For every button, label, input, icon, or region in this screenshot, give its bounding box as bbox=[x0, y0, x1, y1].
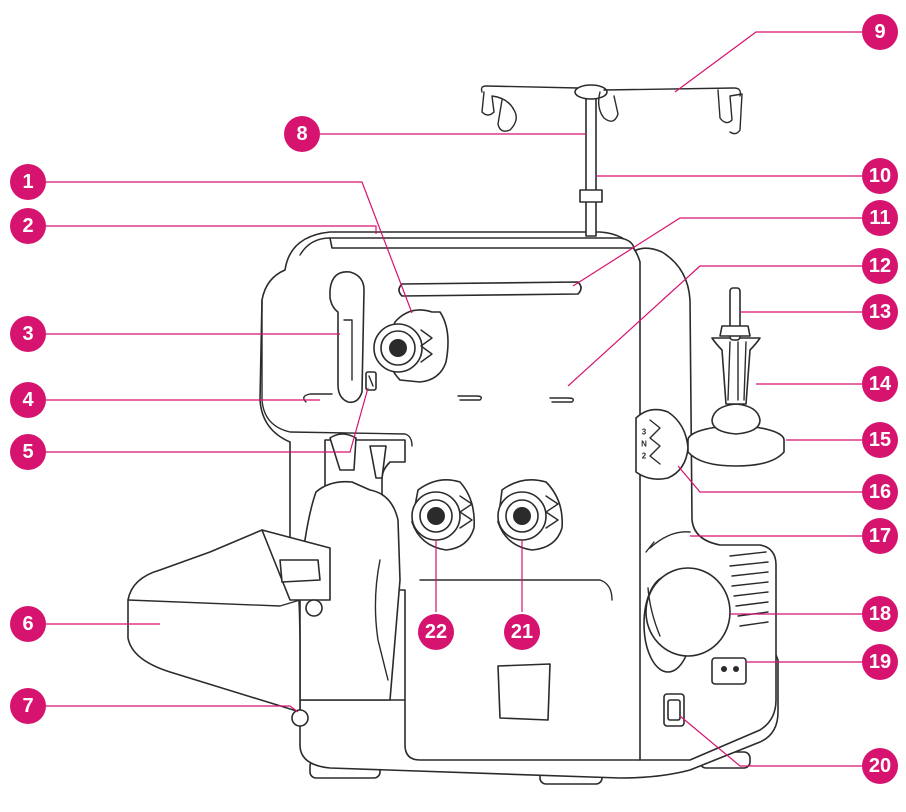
callout-10-number: 10 bbox=[869, 165, 891, 187]
callout-19: 19 bbox=[862, 644, 898, 680]
callout-7-number: 7 bbox=[22, 695, 33, 717]
vent-grille bbox=[729, 551, 769, 627]
callout-7: 7 bbox=[10, 688, 46, 724]
looper-release-knob bbox=[291, 709, 309, 727]
needle-plate bbox=[279, 559, 321, 583]
callout-4-number: 4 bbox=[22, 389, 34, 411]
overlock-machine: 3 N 2 bbox=[127, 84, 785, 785]
handwheel bbox=[643, 567, 731, 673]
callout-11-number: 11 bbox=[869, 207, 890, 229]
leader-1 bbox=[44, 181, 413, 314]
thread-guide-a bbox=[457, 395, 483, 401]
callout-leader-lines bbox=[44, 31, 864, 767]
callout-21: 21 bbox=[504, 614, 540, 650]
callout-10: 10 bbox=[862, 158, 898, 194]
callout-22: 22 bbox=[418, 614, 454, 650]
lower-guide bbox=[303, 393, 333, 403]
looper-door-edge bbox=[419, 579, 613, 601]
thread-guide-b bbox=[549, 397, 575, 403]
leader-7 bbox=[44, 705, 299, 713]
callout-1-number: 1 bbox=[22, 171, 33, 193]
callout-8: 8 bbox=[284, 116, 320, 152]
callout-11: 11 bbox=[862, 200, 898, 236]
tension-dial-upper-looper bbox=[497, 479, 563, 551]
callout-12-number: 12 bbox=[869, 255, 891, 277]
callout-5-number: 5 bbox=[22, 441, 33, 463]
front-looper-cover bbox=[299, 480, 401, 701]
leader-12 bbox=[567, 265, 864, 387]
presser-lever bbox=[369, 445, 387, 479]
callout-17: 17 bbox=[862, 518, 898, 554]
thread-stand bbox=[480, 84, 743, 237]
callout-6-number: 6 bbox=[22, 613, 33, 635]
callout-20-number: 20 bbox=[869, 755, 891, 777]
callout-9-number: 9 bbox=[874, 21, 885, 43]
knife-lock-lever bbox=[649, 531, 691, 549]
callout-13-number: 13 bbox=[869, 301, 891, 323]
callout-12: 12 bbox=[862, 248, 898, 284]
stitch-dial-label-2: 2 bbox=[642, 452, 647, 461]
callout-3: 3 bbox=[10, 316, 46, 352]
callout-8-number: 8 bbox=[296, 123, 307, 145]
tension-dial-left-needle bbox=[373, 309, 449, 383]
power-socket bbox=[711, 657, 747, 685]
top-cover bbox=[329, 237, 635, 249]
callout-16: 16 bbox=[862, 474, 898, 510]
stitch-length-dial: 3 N 2 bbox=[635, 408, 689, 480]
callout-20: 20 bbox=[862, 748, 898, 784]
callout-14: 14 bbox=[862, 366, 898, 402]
leader-16 bbox=[677, 465, 864, 493]
callout-17-number: 17 bbox=[869, 525, 891, 547]
callout-15-number: 15 bbox=[869, 429, 891, 451]
leader-5 bbox=[44, 387, 369, 453]
leader-9 bbox=[674, 31, 864, 93]
stitch-dial-label-n: N bbox=[641, 440, 647, 449]
cutter-knob bbox=[305, 599, 323, 617]
thread-guide-slot bbox=[398, 281, 582, 297]
callout-4: 4 bbox=[10, 382, 46, 418]
callout-19-number: 19 bbox=[869, 651, 891, 673]
leader-2 bbox=[44, 225, 377, 234]
callout-badges: 1 2 3 4 5 6 7 8 9 10 11 12 13 14 15 16 1… bbox=[10, 14, 898, 784]
leader-20 bbox=[679, 715, 864, 767]
top-cover-edge bbox=[299, 237, 331, 256]
leader-11 bbox=[572, 217, 864, 287]
door-handle bbox=[497, 663, 551, 721]
front-cover-edge bbox=[261, 299, 413, 447]
callout-15: 15 bbox=[862, 422, 898, 458]
callout-2: 2 bbox=[10, 208, 46, 244]
take-up-lever-slot bbox=[343, 319, 353, 381]
tension-dial-lower-looper bbox=[411, 479, 476, 551]
callout-14-number: 14 bbox=[869, 373, 892, 395]
callout-18: 18 bbox=[862, 596, 898, 632]
callout-6: 6 bbox=[10, 606, 46, 642]
callout-22-number: 22 bbox=[425, 621, 447, 643]
callout-16-number: 16 bbox=[869, 481, 891, 503]
spool-holder bbox=[687, 287, 785, 467]
side-panel bbox=[624, 247, 777, 761]
callout-5: 5 bbox=[10, 434, 46, 470]
take-up-lever bbox=[329, 271, 365, 404]
callout-13: 13 bbox=[862, 294, 898, 330]
stitch-dial-label-3: 3 bbox=[642, 428, 647, 437]
callout-2-number: 2 bbox=[22, 215, 33, 237]
callout-9: 9 bbox=[862, 14, 898, 50]
callout-1: 1 bbox=[10, 164, 46, 200]
callout-21-number: 21 bbox=[511, 621, 533, 643]
callout-18-number: 18 bbox=[869, 603, 891, 625]
callout-3-number: 3 bbox=[22, 323, 33, 345]
